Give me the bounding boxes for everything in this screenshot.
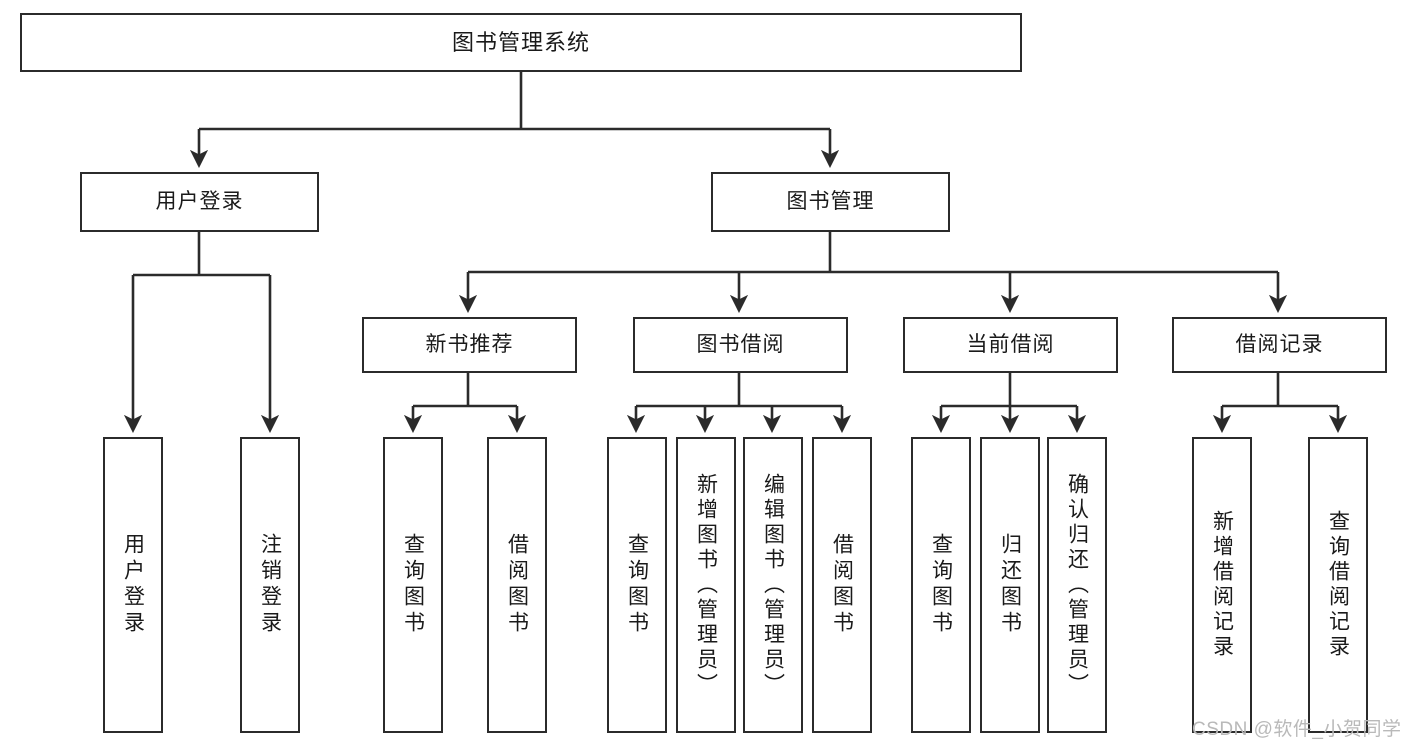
leaf-new-book-rec-borrow-book[interactable]: 借阅图书 (487, 437, 547, 733)
leaf-borrow-record-add-record[interactable]: 新增借阅记录 (1192, 437, 1252, 733)
node-borrow-record-label: 借阅记录 (1235, 332, 1324, 356)
leaf-book-borrow-query-book[interactable]: 查询图书 (607, 437, 667, 733)
node-user-login[interactable]: 用户登录 (80, 172, 319, 232)
leaf-book-borrow-add-book-admin[interactable]: 新增图书（管理员） (676, 437, 736, 733)
leaf-current-borrow-return-book-label: 归还图书 (998, 533, 1022, 637)
node-book-borrow[interactable]: 图书借阅 (633, 317, 848, 373)
node-root-label: 图书管理系统 (451, 29, 590, 55)
node-new-book-recommendation-label: 新书推荐 (425, 332, 514, 356)
leaf-book-borrow-borrow-book-label: 借阅图书 (830, 533, 854, 637)
leaf-new-book-rec-borrow-book-label: 借阅图书 (505, 533, 529, 637)
leaf-user-login-login-label: 用户登录 (121, 533, 145, 637)
node-current-borrow-label: 当前借阅 (966, 332, 1055, 356)
leaf-user-login-logout-label: 注销登录 (258, 533, 282, 637)
leaf-borrow-record-query-record-label: 查询借阅记录 (1326, 510, 1350, 660)
leaf-user-login-logout[interactable]: 注销登录 (240, 437, 300, 733)
leaf-current-borrow-return-book[interactable]: 归还图书 (980, 437, 1040, 733)
leaf-book-borrow-query-book-label: 查询图书 (625, 533, 649, 637)
leaf-borrow-record-add-record-label: 新增借阅记录 (1210, 510, 1234, 660)
node-book-management[interactable]: 图书管理 (711, 172, 950, 232)
leaf-book-borrow-edit-book-admin[interactable]: 编辑图书（管理员） (743, 437, 803, 733)
node-root-book-management-system[interactable]: 图书管理系统 (20, 13, 1022, 72)
node-book-borrow-label: 图书借阅 (696, 332, 785, 356)
leaf-current-borrow-confirm-return-admin-label: 确认归还（管理员） (1065, 472, 1089, 698)
leaf-current-borrow-query-book[interactable]: 查询图书 (911, 437, 971, 733)
leaf-borrow-record-query-record[interactable]: 查询借阅记录 (1308, 437, 1368, 733)
node-current-borrow[interactable]: 当前借阅 (903, 317, 1118, 373)
leaf-user-login-login[interactable]: 用户登录 (103, 437, 163, 733)
leaf-current-borrow-confirm-return-admin[interactable]: 确认归还（管理员） (1047, 437, 1107, 733)
leaf-book-borrow-borrow-book[interactable]: 借阅图书 (812, 437, 872, 733)
leaf-new-book-rec-query-book[interactable]: 查询图书 (383, 437, 443, 733)
csdn-watermark: CSDN @软件_小贺同学 (1192, 719, 1402, 740)
leaf-book-borrow-add-book-admin-label: 新增图书（管理员） (694, 472, 718, 698)
leaf-current-borrow-query-book-label: 查询图书 (929, 533, 953, 637)
node-borrow-record[interactable]: 借阅记录 (1172, 317, 1387, 373)
leaf-new-book-rec-query-book-label: 查询图书 (401, 533, 425, 637)
node-book-management-label: 图书管理 (786, 189, 875, 213)
node-new-book-recommendation[interactable]: 新书推荐 (362, 317, 577, 373)
node-user-login-label: 用户登录 (155, 189, 244, 213)
leaf-book-borrow-edit-book-admin-label: 编辑图书（管理员） (761, 472, 785, 698)
